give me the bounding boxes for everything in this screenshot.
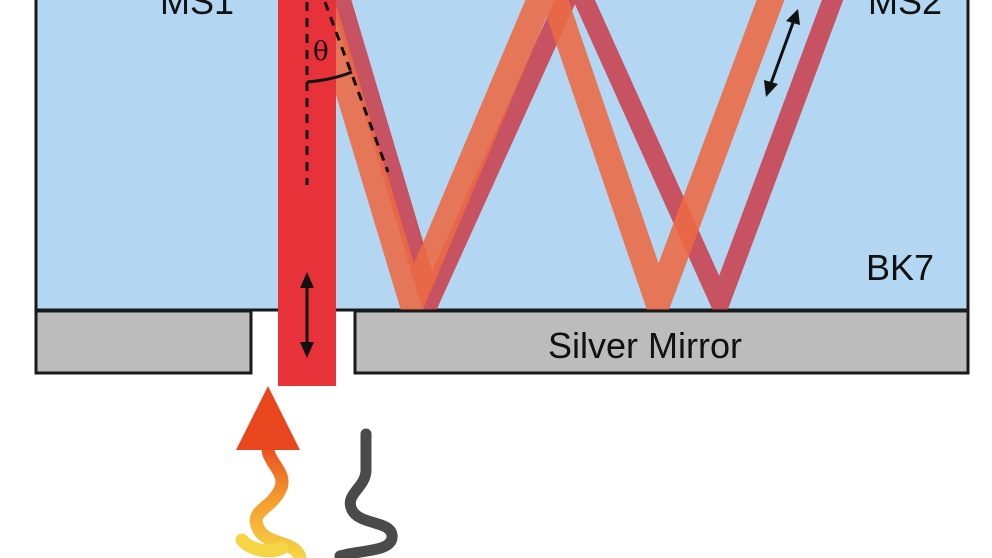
polarization-arrow-incident-icon	[300, 272, 314, 358]
angle-theta-label: θ	[313, 37, 329, 67]
reflected-beam-crimson	[330, 0, 844, 310]
ms2-label: MS2	[868, 0, 942, 22]
beam-paths	[307, 0, 844, 310]
reflected-direction-line	[323, 1, 390, 173]
ms1-label: MS1	[160, 0, 234, 22]
output-photon-wavy-line-icon	[334, 428, 398, 558]
silver-mirror-right	[353, 309, 970, 375]
bk7-label: BK7	[866, 247, 934, 288]
input-photon-wavy-arrow-icon	[235, 386, 307, 558]
polarization-arrow-ms2-icon	[764, 9, 800, 97]
silver-mirror-left	[34, 309, 253, 375]
angle-arc	[306, 70, 353, 84]
silver-mirror-label: Silver Mirror	[548, 325, 742, 366]
reflected-beam-orange	[307, 0, 785, 310]
